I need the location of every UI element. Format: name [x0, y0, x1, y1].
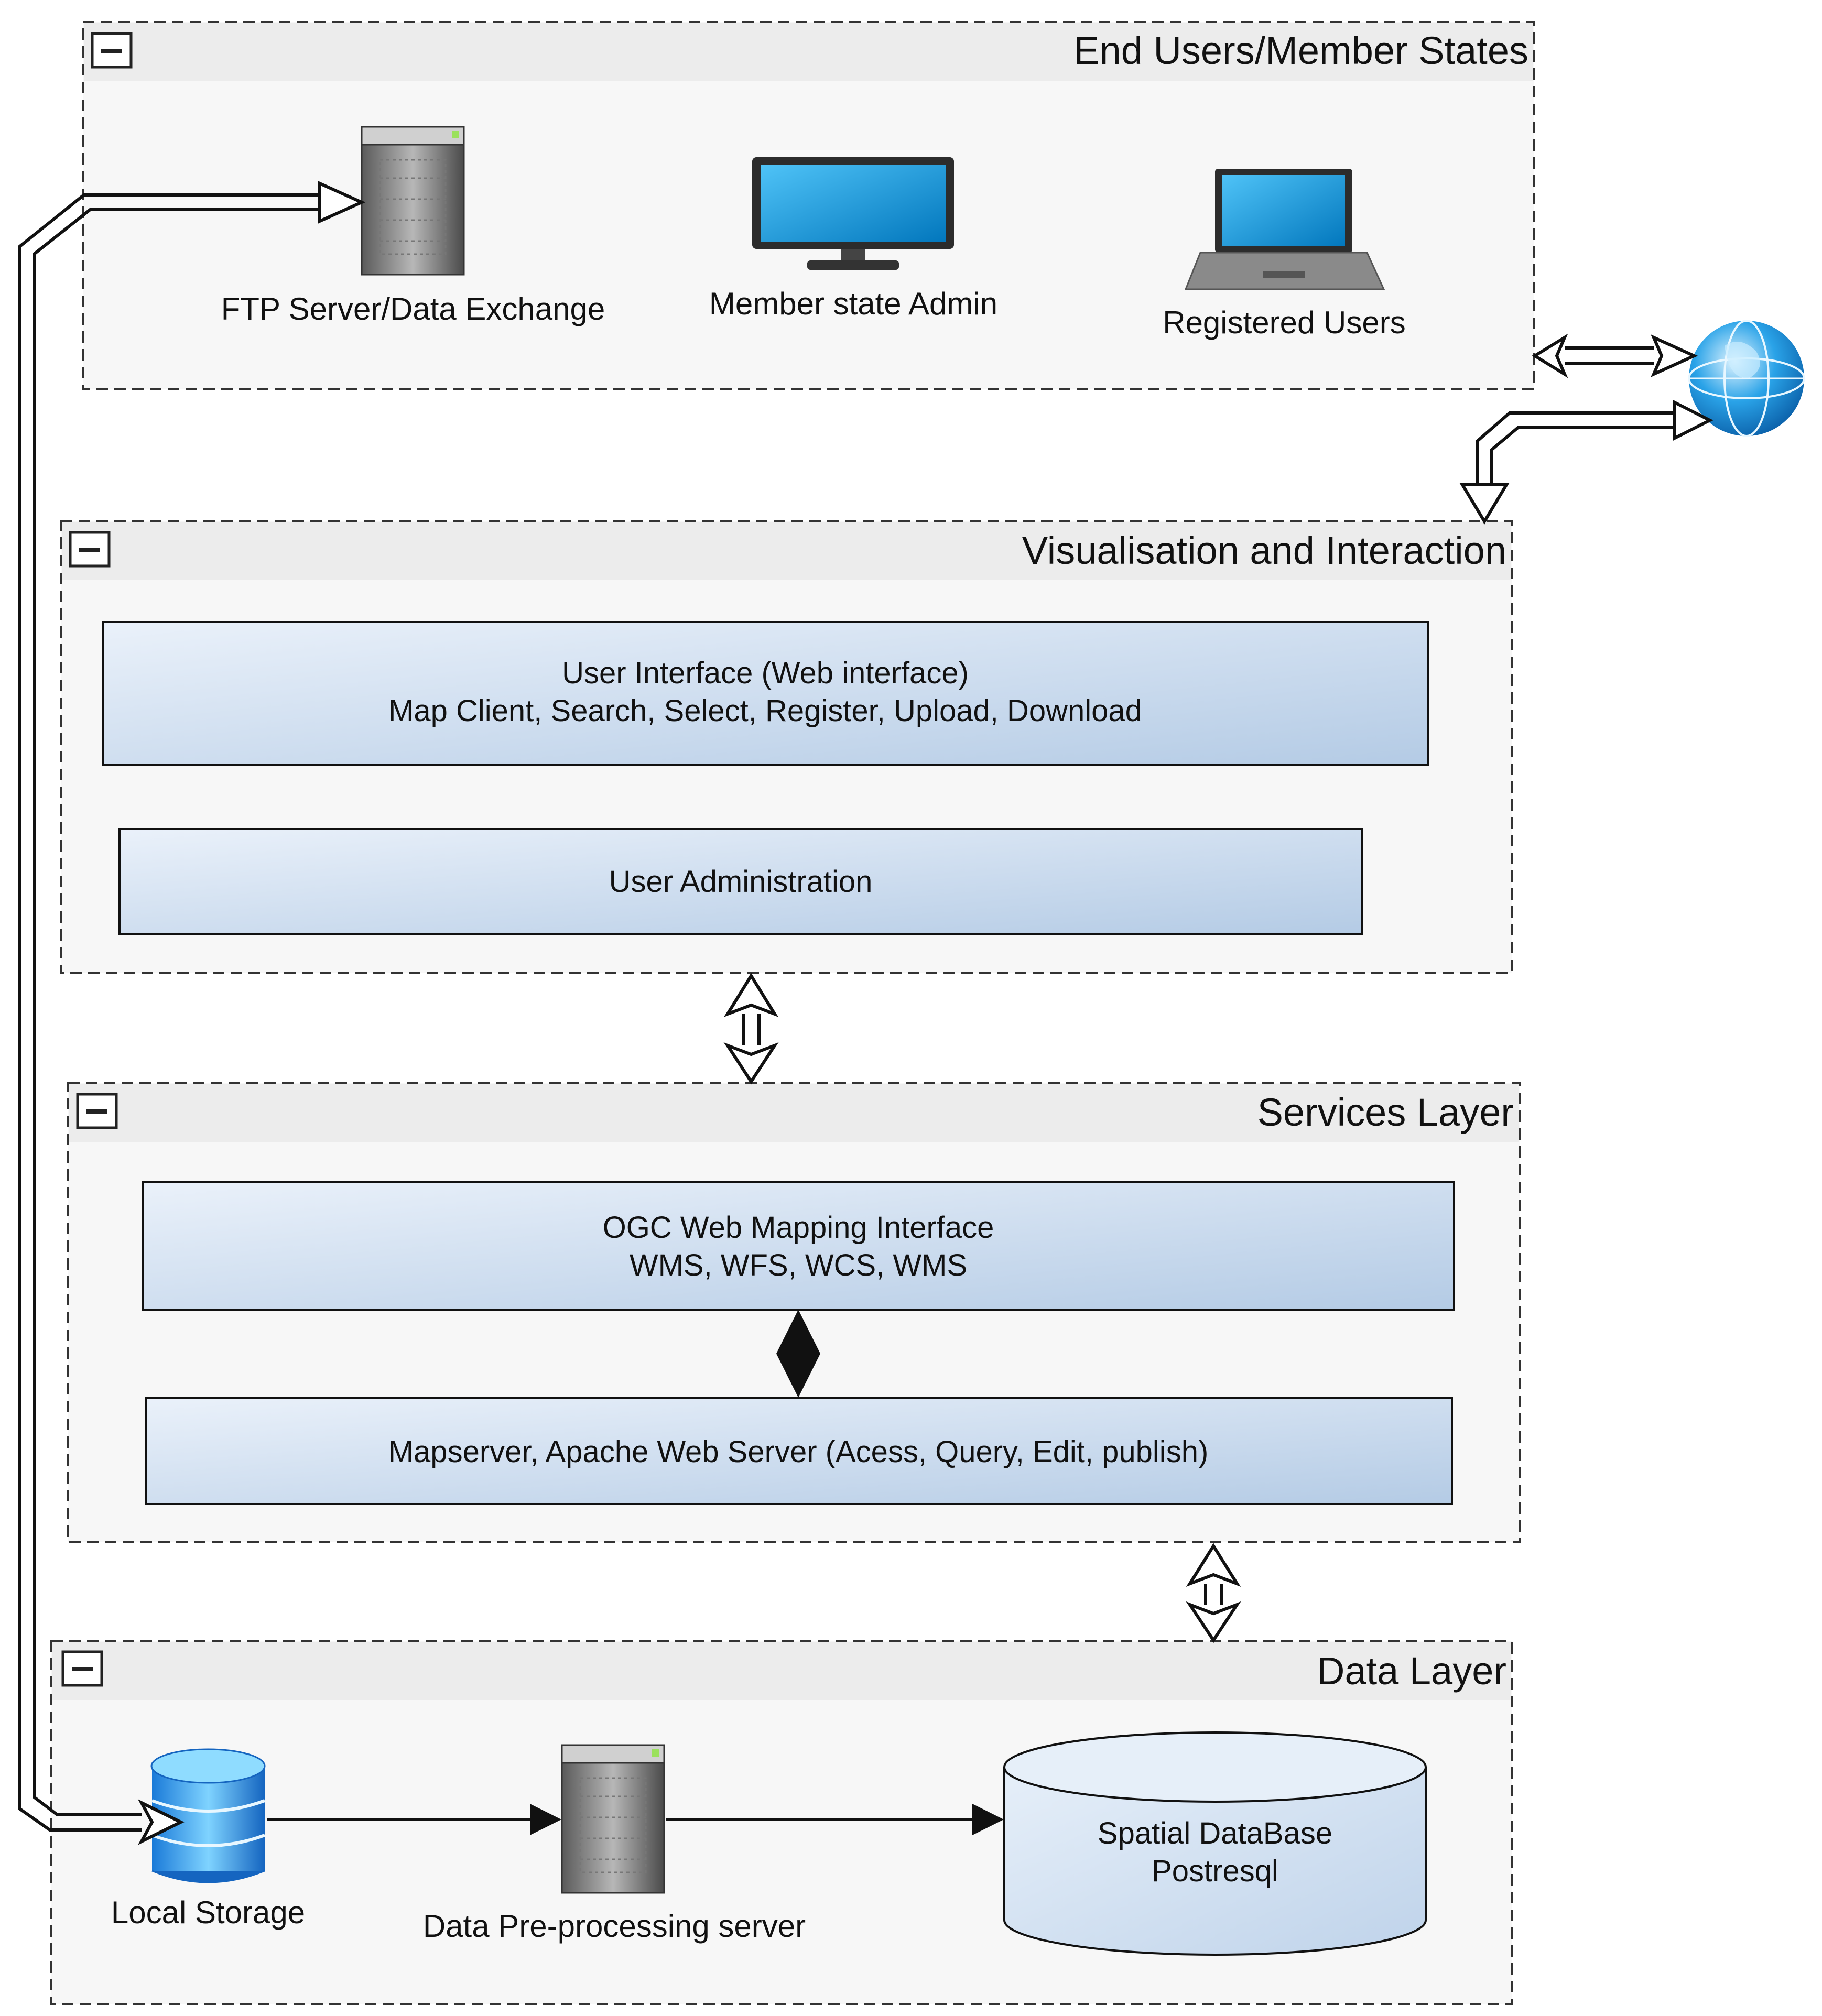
layer-end-users: End Users/Member States FTP Server/Data …: [82, 21, 1535, 390]
layer-visualisation: Visualisation and Interaction User Inter…: [60, 520, 1513, 974]
layer-title: Visualisation and Interaction: [1022, 529, 1506, 572]
mapserver-label: Mapserver, Apache Web Server (Acess, Que…: [388, 1435, 1209, 1469]
ogc-protocols: WMS, WFS, WCS, WMS: [630, 1248, 967, 1282]
db-title: Spatial DataBase: [1098, 1816, 1332, 1850]
user-administration-box[interactable]: User Administration: [118, 828, 1363, 935]
local-storage-label: Local Storage: [111, 1895, 305, 1930]
collapse-minus-icon[interactable]: [69, 531, 111, 568]
layer-services: Services Layer OGC Web Mapping Interface…: [67, 1082, 1521, 1543]
user-admin-label: User Administration: [609, 865, 873, 899]
db-engine: Postresql: [1152, 1854, 1278, 1888]
spatial-database-cylinder[interactable]: Spatial DataBase Postresql: [1003, 1731, 1427, 1956]
ogc-title: OGC Web Mapping Interface: [603, 1211, 994, 1245]
collapse-minus-icon[interactable]: [76, 1093, 118, 1129]
desktop-monitor-icon: [752, 157, 954, 270]
registered-users-label: Registered Users: [1163, 305, 1406, 340]
ui-title: User Interface (Web interface): [562, 656, 969, 690]
layer-title: End Users/Member States: [1073, 29, 1528, 72]
visualisation-services-arrow: [723, 973, 779, 1085]
server-tower-icon: [361, 126, 465, 276]
mapserver-box[interactable]: Mapserver, Apache Web Server (Acess, Que…: [145, 1397, 1453, 1505]
layer-header: [69, 1084, 1519, 1142]
user-interface-box[interactable]: User Interface (Web interface) Map Clien…: [102, 621, 1429, 766]
globe-icon: [1688, 320, 1805, 437]
ftp-server-label: FTP Server/Data Exchange: [221, 291, 605, 326]
preprocessing-label: Data Pre-processing server: [423, 1909, 806, 1944]
layer-header: [62, 522, 1511, 580]
layer-title: Services Layer: [1257, 1091, 1514, 1134]
services-data-arrow: [1186, 1543, 1241, 1643]
layer-data: Data Layer Local Storage Data Pre-proces…: [50, 1640, 1513, 2005]
layer-header: [84, 23, 1533, 81]
globe-end-users-arrow: [1532, 333, 1698, 378]
server-tower-icon: [561, 1744, 665, 1894]
member-admin-label: Member state Admin: [709, 286, 997, 321]
globe-visualisation-arrow: [1459, 400, 1713, 525]
collapse-minus-icon[interactable]: [91, 32, 133, 69]
collapse-minus-icon[interactable]: [61, 1650, 103, 1687]
layer-header: [52, 1642, 1511, 1700]
ftp-to-storage-connector: [18, 181, 366, 1845]
laptop-icon: [1184, 169, 1385, 290]
ui-features: Map Client, Search, Select, Register, Up…: [388, 694, 1142, 728]
layer-title: Data Layer: [1317, 1649, 1506, 1693]
ogc-interface-box[interactable]: OGC Web Mapping Interface WMS, WFS, WCS,…: [142, 1181, 1455, 1311]
